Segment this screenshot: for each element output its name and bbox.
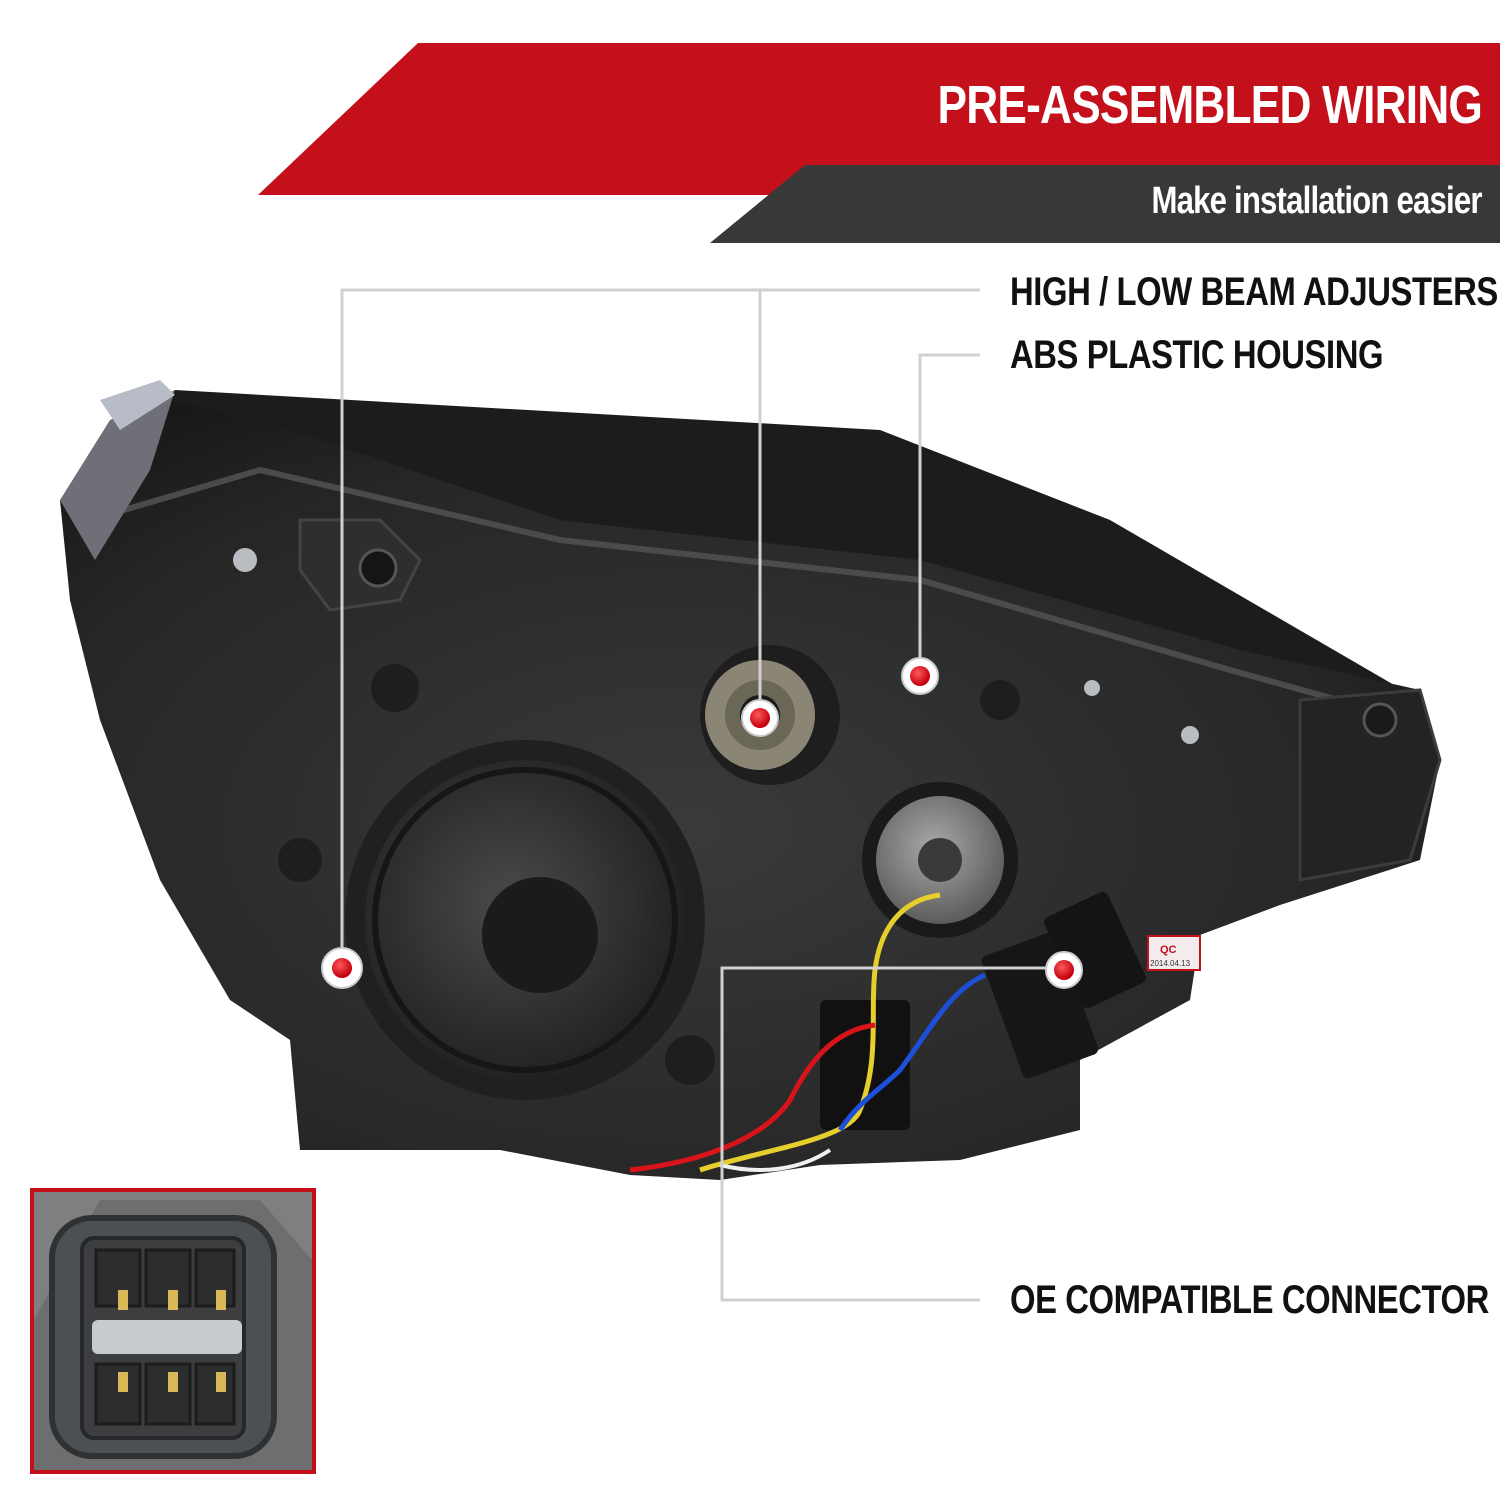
banner-red-band xyxy=(258,43,1500,195)
callout-oe-connector: OE COMPATIBLE CONNECTOR xyxy=(1010,1278,1489,1322)
connector-closeup-inset xyxy=(30,1188,316,1474)
callout-abs-housing: ABS PLASTIC HOUSING xyxy=(1010,333,1384,377)
banner-gray-band xyxy=(710,165,1500,243)
banner-subtitle: Make installation easier xyxy=(1151,180,1483,222)
qc-sticker-date: 2014.04.13 xyxy=(1150,959,1191,968)
banner-title: PRE-ASSEMBLED WIRING xyxy=(937,75,1482,135)
callout-lines xyxy=(340,288,1064,1302)
headlight-housing: QC 2014.04.13 xyxy=(60,380,1442,1180)
qc-sticker-label: QC xyxy=(1160,944,1177,956)
callout-beam-adjusters: HIGH / LOW BEAM ADJUSTERS xyxy=(1010,270,1498,314)
callout-markers xyxy=(321,657,1083,989)
